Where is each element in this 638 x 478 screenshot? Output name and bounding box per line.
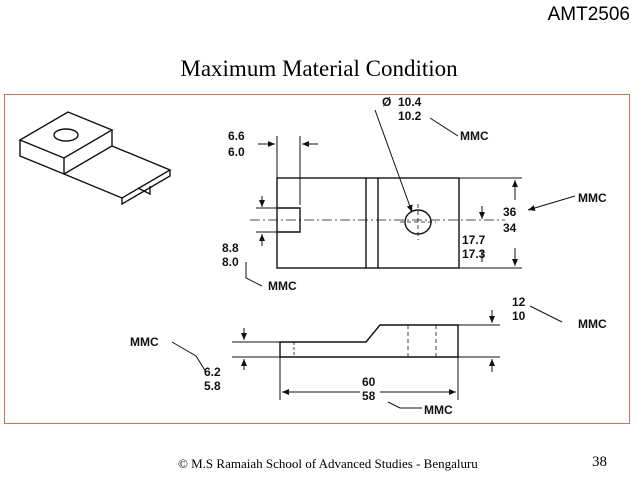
dim-step-bottom: 10 <box>512 309 526 323</box>
dim-slot-depth-bottom: 8.0 <box>222 255 239 269</box>
dimension-lines <box>171 109 576 409</box>
course-code: AMT2506 <box>547 4 630 25</box>
mmc-thickness-label: MMC <box>130 335 159 349</box>
mmc-length-label: MMC <box>424 403 453 417</box>
dim-hole-position-bottom: 17.3 <box>462 247 486 261</box>
dim-diameter-bottom: 10.2 <box>398 109 422 123</box>
dim-slot-depth-top: 8.8 <box>222 241 239 255</box>
dim-length-top: 60 <box>362 375 376 389</box>
dim-height-top: 36 <box>503 205 517 219</box>
dim-hole-position-top: 17.7 <box>462 233 486 247</box>
diameter-symbol: Ø <box>382 95 391 109</box>
dim-slot-top: 6.6 <box>228 129 245 143</box>
slide-title: Maximum Material Condition <box>180 56 458 81</box>
dim-slot-bottom: 6.0 <box>228 145 245 159</box>
mmc-hole-label: MMC <box>460 129 489 143</box>
dim-thickness-bottom: 5.8 <box>204 379 221 393</box>
front-view <box>250 177 505 269</box>
dim-height-bottom: 34 <box>503 221 517 235</box>
drawing-frame <box>4 94 630 424</box>
dim-length-bottom: 58 <box>362 389 376 403</box>
dim-diameter-top: 10.4 <box>398 95 422 109</box>
dimension-text: Ø 10.4 10.2 MMC 6.6 6.0 36 34 MMC 17.7 1… <box>130 95 607 417</box>
isometric-view <box>18 111 172 206</box>
page-number: 38 <box>592 454 607 470</box>
footer-copyright: © M.S Ramaiah School of Advanced Studies… <box>178 456 478 471</box>
side-view <box>279 324 459 358</box>
mmc-step-label: MMC <box>578 317 607 331</box>
dim-step-top: 12 <box>512 295 526 309</box>
mmc-slot-label: MMC <box>268 279 297 293</box>
dim-thickness-top: 6.2 <box>204 365 221 379</box>
mmc-height-label: MMC <box>578 191 607 205</box>
